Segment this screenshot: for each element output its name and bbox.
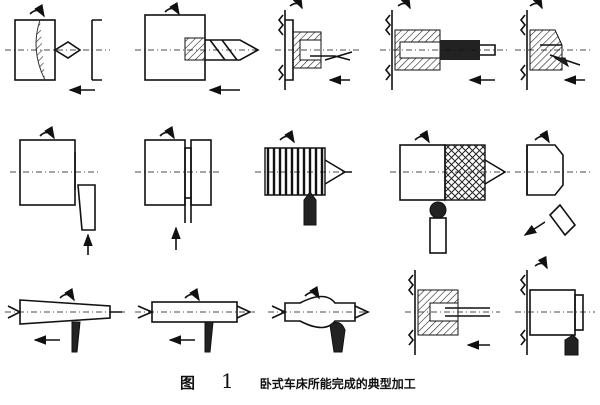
op-parting [515, 255, 595, 356]
op-internal-cutting [515, 0, 590, 90]
figure-number: 1 [221, 369, 234, 393]
op-form-turning [268, 285, 372, 353]
figure-label: 图 [180, 374, 196, 392]
op-knurling [390, 129, 510, 254]
op-grooving [135, 125, 220, 250]
op-chamfer-turning [515, 129, 590, 237]
op-turning [135, 287, 255, 353]
figure-caption: 图 1 卧式车床所能完成的典型加工 [180, 369, 416, 393]
op-threading [255, 129, 355, 226]
op-facing [10, 125, 100, 255]
op-reaming [380, 0, 510, 90]
op-center-drilling [5, 3, 110, 95]
op-boring [275, 0, 360, 90]
op-taper-turning [5, 287, 125, 353]
figure-title: 卧式车床所能完成的典型加工 [259, 377, 416, 391]
op-internal-threading [405, 270, 500, 355]
op-drilling [135, 1, 260, 95]
